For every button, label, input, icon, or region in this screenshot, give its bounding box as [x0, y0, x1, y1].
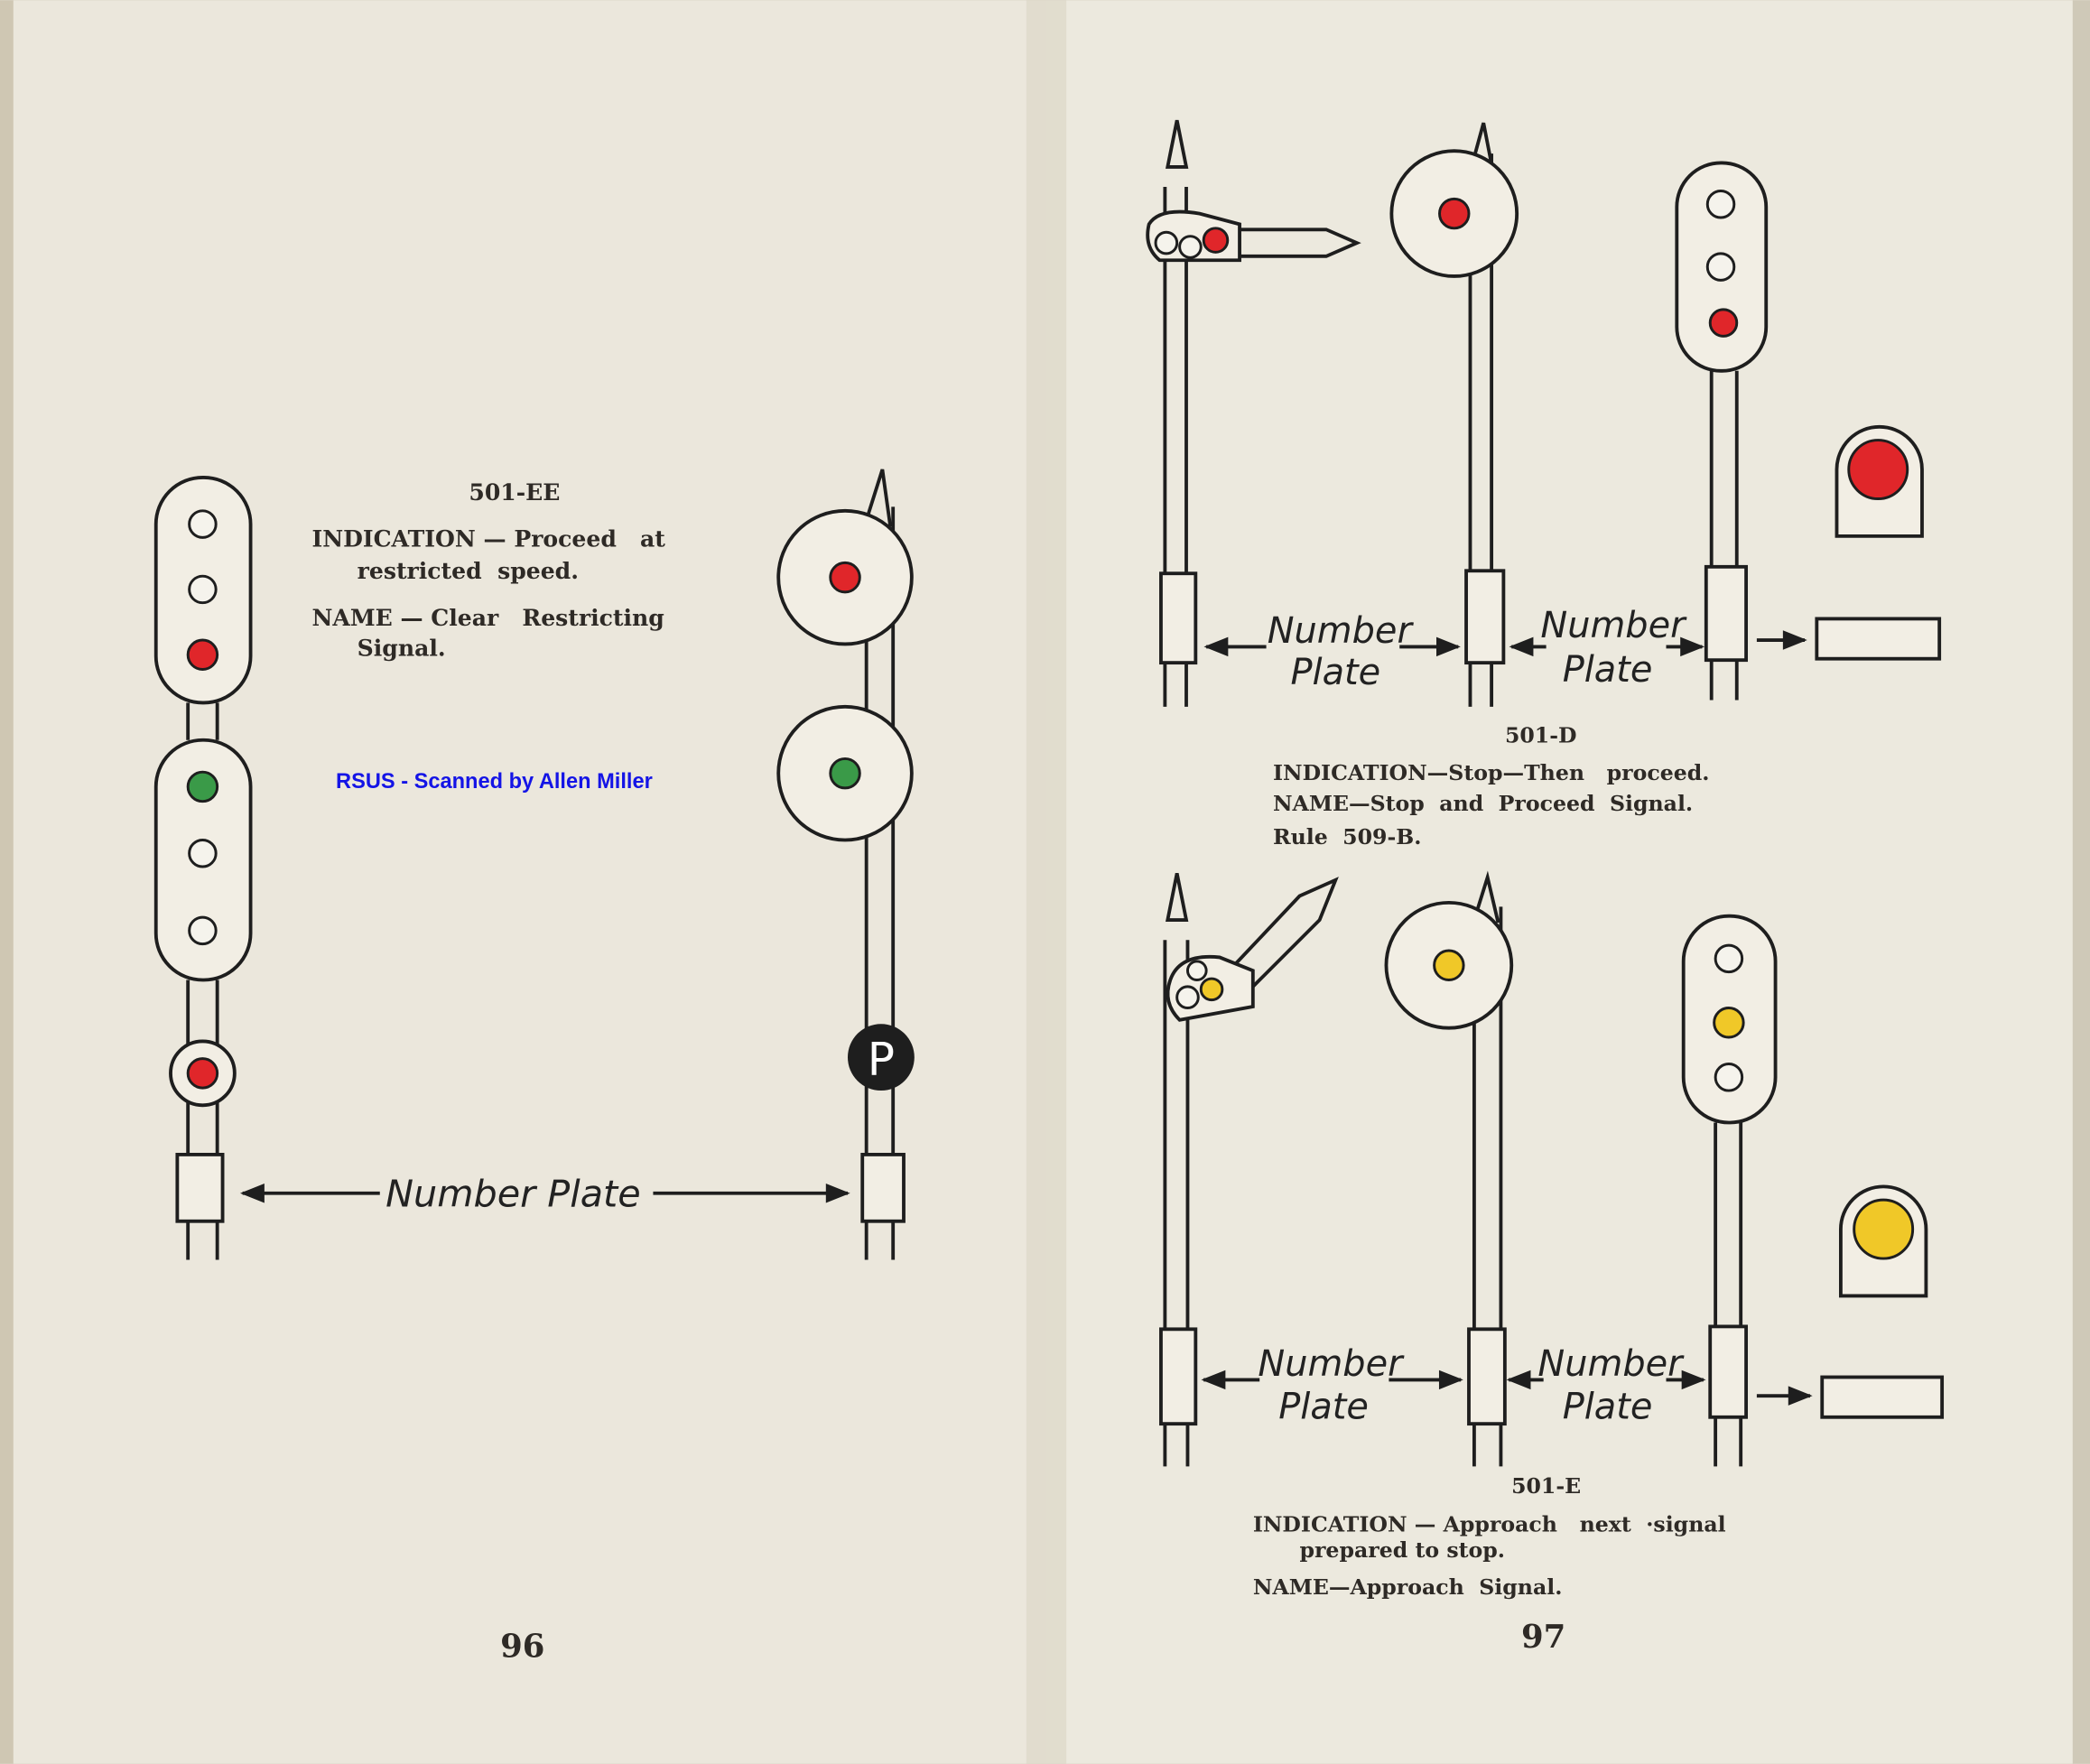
number-plate	[1464, 569, 1506, 665]
lamp-red	[1202, 227, 1230, 254]
indication-text: INDICATION—Stop—Then proceed.	[1273, 760, 1710, 785]
signal-shape	[1178, 235, 1203, 259]
marker-lamp-red	[1756, 424, 1942, 661]
number-plate-label: Plate	[1278, 1386, 1369, 1427]
searchlight-signal-left: P	[776, 469, 915, 1260]
name-text: NAME — Clear Restricting	[311, 604, 664, 631]
lamp-white	[188, 839, 218, 868]
number-plate-label: Number	[1268, 610, 1415, 652]
indication-text-cont: prepared to stop.	[1299, 1537, 1505, 1563]
lamp-green	[829, 757, 861, 790]
signal-shape	[1470, 122, 1495, 172]
signal-shape	[1231, 877, 1339, 989]
signal-shape	[1165, 873, 1189, 922]
number-plate-label: Plate	[1291, 652, 1381, 693]
p-marker-letter: P	[868, 1032, 895, 1085]
lamp-yellow	[1433, 949, 1465, 981]
number-plate	[175, 1153, 225, 1223]
number-plate	[860, 1153, 906, 1223]
number-plate-label: Number	[1258, 1343, 1405, 1385]
number-plate-label: Number Plate	[385, 1173, 641, 1216]
lamp-red	[186, 1057, 219, 1090]
color-light-signal-stop	[1675, 161, 1769, 701]
indication-text-cont: restricted speed.	[358, 557, 579, 584]
searchlight-signal-stop	[1389, 122, 1519, 707]
color-light-signal-approach	[1681, 914, 1778, 1467]
lamp-red	[1708, 308, 1739, 338]
number-plate	[1820, 1375, 1945, 1419]
signal-shape	[1853, 1198, 1915, 1260]
color-light-signal-left	[153, 475, 253, 1260]
signal-shape	[1472, 870, 1500, 924]
p-marker	[847, 1024, 915, 1091]
semaphore-signal-stop	[1146, 119, 1361, 707]
number-plate-label: Plate	[1563, 1386, 1653, 1427]
left-edge	[0, 0, 14, 1764]
indication-text: INDICATION — Proceed at	[311, 525, 665, 552]
signal-id: 501-E	[1511, 1473, 1581, 1499]
lamp-white	[188, 509, 218, 539]
signal-shape	[1705, 252, 1736, 282]
signal-shape	[1714, 1063, 1744, 1092]
signal-shape	[1165, 119, 1189, 169]
number-plate-label: Number	[1540, 605, 1687, 646]
signal-shape	[1240, 227, 1361, 258]
lamp-green	[186, 770, 219, 803]
name-text-cont: Signal.	[358, 635, 446, 662]
number-plate	[1159, 1327, 1198, 1426]
right-page	[1045, 0, 2090, 1764]
page-number-right: 97	[1521, 1619, 1565, 1656]
signal-id: 501-EE	[469, 478, 560, 506]
number-plate	[1708, 1324, 1749, 1419]
number-plate-label: Plate	[1563, 649, 1653, 691]
signal-shape	[1705, 190, 1736, 219]
number-plate-label: Number	[1537, 1343, 1685, 1385]
right-edge	[2072, 0, 2090, 1764]
signal-shape	[1714, 943, 1744, 974]
page-number-left: 96	[500, 1629, 544, 1666]
signal-id: 501-D	[1505, 723, 1577, 748]
signal-shape	[1154, 230, 1179, 255]
signal-shape	[1847, 439, 1909, 501]
lamp-red	[1438, 197, 1471, 230]
signal-shape	[1185, 960, 1208, 981]
signal-shape	[1175, 985, 1200, 1009]
scanner-watermark: RSUS - Scanned by Allen Miller	[336, 770, 653, 794]
number-plate	[1467, 1327, 1507, 1426]
lamp-yellow	[1199, 977, 1224, 1002]
number-plate	[1704, 564, 1749, 663]
rule-text: Rule 509-B.	[1273, 824, 1421, 850]
name-text: NAME—Approach Signal.	[1253, 1574, 1563, 1600]
lamp-yellow	[1713, 1007, 1745, 1039]
number-plate	[1159, 571, 1198, 665]
gutter	[1026, 0, 1067, 1764]
signal-shape	[864, 469, 893, 527]
lamp-white	[188, 574, 218, 605]
lamp-red	[829, 561, 861, 594]
lamp-white	[188, 915, 218, 946]
searchlight-signal-approach	[1384, 870, 1514, 1467]
marker-lamp-yellow	[1756, 1184, 1945, 1419]
semaphore-signal-approach	[1159, 873, 1339, 1467]
number-plate	[1815, 617, 1942, 661]
indication-text: INDICATION — Approach next ·signal	[1253, 1512, 1726, 1537]
name-text: NAME—Stop and Proceed Signal.	[1273, 791, 1693, 816]
lamp-red	[186, 638, 219, 671]
